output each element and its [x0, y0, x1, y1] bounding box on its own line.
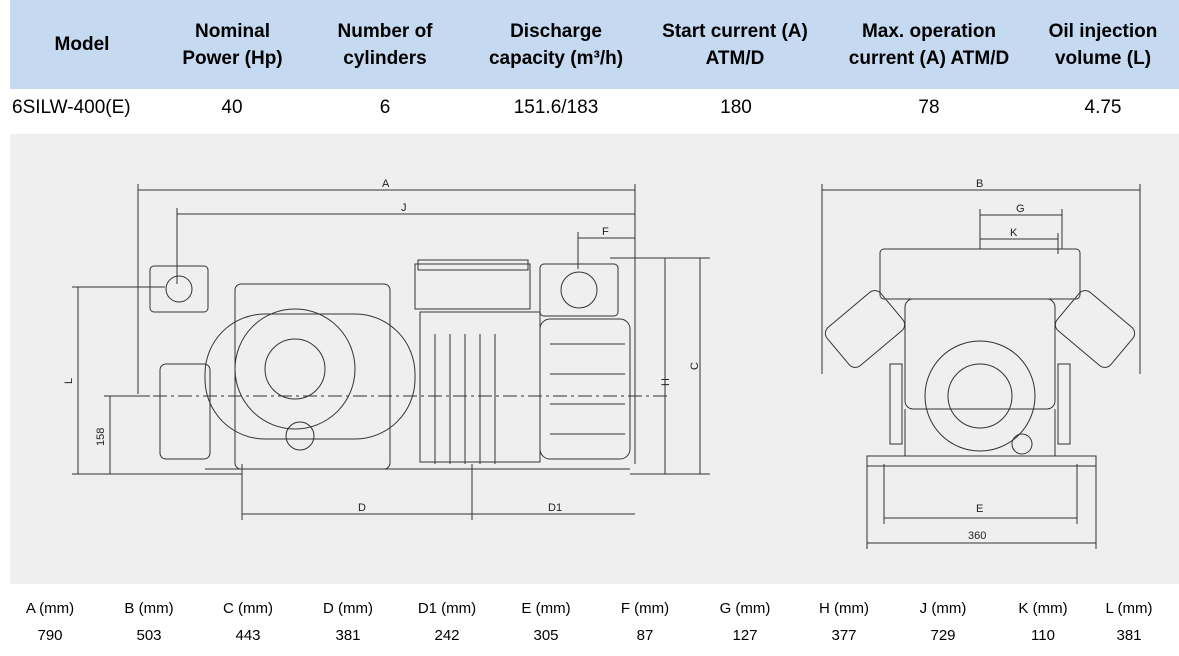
dim-label-c: C: [689, 362, 701, 370]
dim-label-d: D: [358, 502, 366, 514]
dim-value: 242: [434, 627, 460, 644]
dim-label-l: L: [63, 378, 75, 384]
cell-nominal-power: 40: [221, 97, 243, 118]
dim-header: G (mm): [719, 600, 771, 617]
dim-value: 377: [831, 627, 857, 644]
dim-value: 729: [930, 627, 956, 644]
cell-discharge-capacity: 151.6/183: [513, 97, 599, 118]
dim-header: B (mm): [124, 600, 174, 617]
dim-header: D1 (mm): [417, 600, 477, 617]
drawing-panel: A J F L 158 H C D D1 B G K E 360: [10, 134, 1179, 584]
dim-label-158: 158: [95, 428, 107, 446]
cell-oil-injection: 4.75: [1084, 97, 1122, 118]
dim-header: J (mm): [919, 600, 967, 617]
dim-label-f: F: [602, 226, 609, 238]
dim-header: H (mm): [819, 600, 869, 617]
dim-label-d1: D1: [548, 502, 562, 514]
spec-table-row: 6SILW-400(E) 40 6 151.6/183 180 78 4.75: [10, 89, 1179, 127]
dim-value: 503: [136, 627, 162, 644]
dim-label-h: H: [660, 378, 672, 386]
dim-value: 127: [732, 627, 758, 644]
dim-header: C (mm): [223, 600, 273, 617]
cell-max-current: 78: [918, 97, 940, 118]
dim-header: E (mm): [521, 600, 571, 617]
dim-header: K (mm): [1018, 600, 1068, 617]
dim-label-b: B: [976, 178, 983, 190]
dim-label-g: G: [1016, 203, 1025, 215]
dim-header: A (mm): [25, 600, 75, 617]
header-model: Model: [54, 34, 110, 55]
dim-label-k: K: [1010, 227, 1018, 239]
cell-cylinders: 6: [379, 97, 391, 118]
dim-value: 443: [235, 627, 261, 644]
dim-value: 110: [1031, 627, 1055, 644]
dim-header: D (mm): [323, 600, 373, 617]
compressor-drawing: A J F L 158 H C D D1 B G K E 360: [63, 178, 1141, 549]
cell-model: 6SILW-400(E): [12, 97, 131, 118]
dim-value: 381: [1116, 627, 1142, 644]
dim-value: 305: [533, 627, 559, 644]
header-start-current: Start current (A)ATM/D: [662, 21, 808, 69]
dim-label-e: E: [976, 503, 983, 515]
dim-label-360: 360: [968, 530, 986, 542]
cell-start-current: 180: [720, 97, 752, 118]
dim-value: 790: [37, 627, 63, 644]
dim-label-a: A: [382, 178, 390, 190]
dim-label-j: J: [401, 202, 407, 214]
dim-header: F (mm): [620, 600, 670, 617]
dim-value: 87: [636, 627, 654, 644]
dim-value: 381: [335, 627, 361, 644]
dim-header: L (mm): [1105, 600, 1153, 617]
